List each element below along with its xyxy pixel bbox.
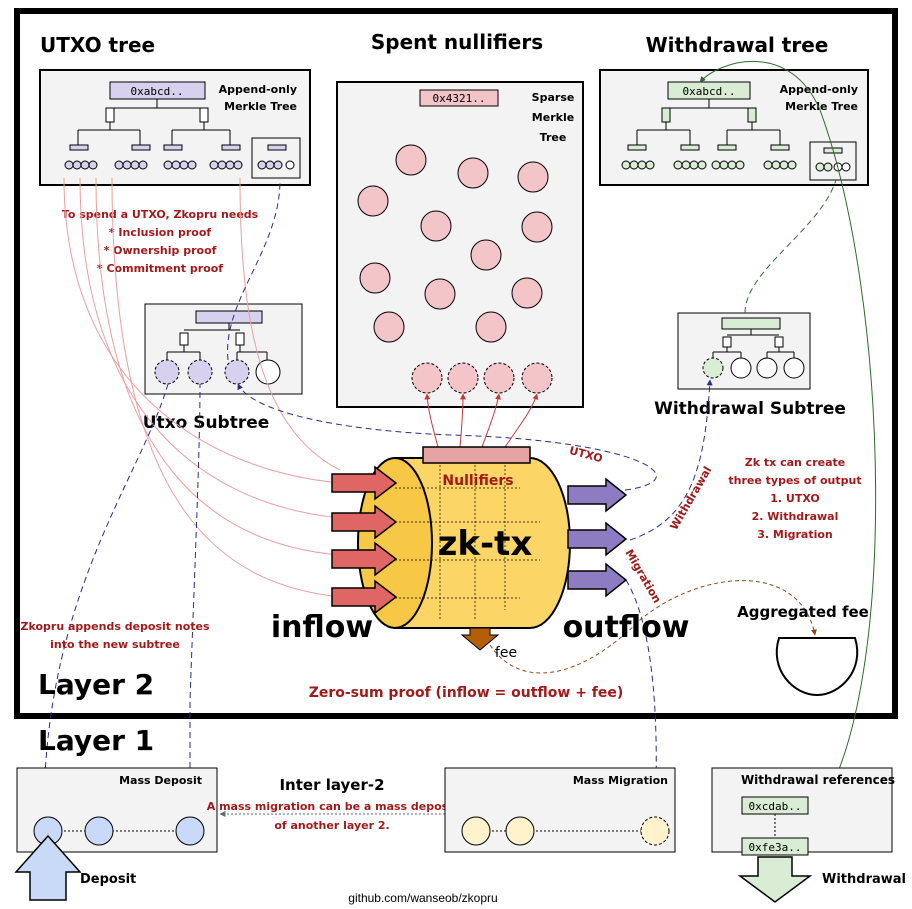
outflow-label: outflow (563, 610, 690, 645)
inflow-arrows (331, 465, 398, 615)
withdrawal-arrow (737, 856, 813, 903)
deposit-notes (33, 816, 205, 846)
mass-migration-label: Mass Migration (573, 774, 668, 787)
fee-arrow (460, 627, 500, 651)
edge-label-migration: Migration (622, 547, 663, 605)
zero-sum-note: Zero-sum proof (inflow = outflow + fee) (309, 685, 624, 701)
utxo-tree-leaves (64, 144, 295, 170)
withdrawal-tree-leaves (621, 144, 851, 172)
credit-link[interactable]: github.com/wanseob/zkopru (348, 891, 497, 905)
deposit-append-line-2: into the new subtree (50, 638, 180, 651)
spent-nullifiers-title: Spent nullifiers (371, 30, 543, 54)
withdrawal-ref-link (699, 61, 877, 816)
output-types-line-2: three types of output (728, 474, 861, 487)
withdrawal-tree-branches (636, 99, 781, 145)
inter-layer-label: Inter layer-2 (279, 776, 384, 794)
utxo-latest-subtree-outline (251, 137, 301, 179)
withdrawal-ref-1: 0xcdab.. (749, 800, 802, 813)
layer2-label: Layer 2 (38, 668, 154, 701)
withdrawal-ref-2: 0xfe3a.. (749, 841, 802, 854)
spend-note-line-3: * Ownership proof (104, 244, 217, 257)
nullifier-root-hash: 0x4321.. (433, 92, 486, 105)
nullifier-insert-arrows (424, 393, 539, 448)
utxo-root-hash: 0xabcd.. (131, 85, 184, 98)
utxo-subtree-root (195, 310, 263, 324)
withdrawal-refs-label: Withdrawal references (741, 773, 895, 787)
utxo-tree-branches (77, 99, 231, 145)
mass-deposit-label: Mass Deposit (119, 774, 202, 787)
nullifier-tree-kind-3: Tree (540, 131, 567, 144)
utxo-tree-kind-1: Append-only (219, 83, 297, 96)
output-types-line-3: 1. UTXO (770, 492, 820, 505)
utxo-subtree-leaves (154, 359, 281, 385)
output-types-note: Zk tx can create three types of output 1… (728, 456, 861, 541)
deposit-arrow (14, 834, 82, 901)
aggregated-fee-label: Aggregated fee (737, 603, 869, 621)
deposit-append-note: Zkopru appends deposit notes into the ne… (20, 620, 210, 651)
withdrawal-tree-kind-2: Merkle Tree (785, 100, 858, 113)
spend-note-line-1: To spend a UTXO, Zkopru needs (62, 208, 259, 221)
edge-label-withdrawal: Withdrawal (668, 464, 715, 532)
edge-label-utxo: UTXO (568, 444, 604, 465)
migration-notes (461, 816, 670, 846)
utxo-subtree-branches (166, 323, 268, 360)
aggregated-fee-bowl (775, 637, 859, 697)
withdrawal-subtree-to-tree-link (744, 179, 837, 314)
output-types-line-4: 2. Withdrawal (752, 510, 839, 523)
utxo-output-link (237, 383, 657, 491)
output-types-line-5: 3. Migration (757, 528, 833, 541)
layer1-label: Layer 1 (38, 724, 154, 757)
fee-aggregation-link (489, 580, 817, 674)
deposit-append-line-1: Zkopru appends deposit notes (20, 620, 210, 633)
inflow-label: inflow (271, 610, 373, 645)
withdrawal-latest-subtree-outline (809, 141, 857, 181)
inclusion-proof-links (63, 177, 341, 598)
withdrawal-subtree-title: Withdrawal Subtree (654, 399, 846, 419)
withdrawal-tree-title: Withdrawal tree (646, 33, 829, 57)
utxo-subtree-to-tree-link (227, 179, 281, 361)
spent-nullifier-nodes (357, 144, 553, 343)
nullifier-tree-kind-2: Merkle (532, 111, 574, 124)
withdrawal-subtree-leaves (702, 357, 805, 379)
spend-note-line-2: * Inclusion proof (109, 226, 212, 239)
migration-output-link (625, 579, 659, 816)
spend-note: To spend a UTXO, Zkopru needs * Inclusio… (62, 208, 259, 275)
nullifiers-bar (422, 446, 531, 464)
withdrawal-tree-kind-1: Append-only (780, 83, 858, 96)
withdrawal-root-hash: 0xabcd.. (683, 85, 736, 98)
nullifier-root-hash-box (419, 89, 499, 107)
layer2-frame (14, 8, 898, 719)
deposit-label: Deposit (80, 872, 136, 887)
withdrawal-subtree-root (721, 317, 781, 330)
mass-migration-note-line-1: A mass migration can be a mass deposit (207, 800, 458, 813)
zk-tx-label: zk-tx (438, 524, 533, 564)
spend-note-line-4: * Commitment proof (97, 262, 223, 275)
new-nullifier-nodes (411, 362, 553, 394)
output-types-line-1: Zk tx can create (745, 456, 845, 469)
utxo-tree-title: UTXO tree (40, 33, 155, 57)
utxo-subtree-title: Utxo Subtree (143, 413, 270, 433)
deposit-append-link-1 (43, 383, 169, 829)
nullifier-tree-box (336, 81, 584, 408)
nullifier-tree-kind-1: Sparse (532, 91, 575, 104)
withdrawal-label: Withdrawal (822, 872, 906, 887)
withdrawal-subtree-branches (712, 329, 795, 358)
deposit-append-link-2 (189, 383, 201, 828)
utxo-tree-kind-2: Merkle Tree (224, 100, 297, 113)
fee-label: fee (495, 645, 517, 661)
withdrawal-ref-2-box (741, 837, 809, 856)
outflow-arrows (567, 477, 628, 598)
withdrawal-output-link (629, 379, 713, 541)
nullifiers-label: Nullifiers (442, 473, 513, 489)
mass-migration-note-line-2: of another layer 2. (274, 819, 389, 832)
